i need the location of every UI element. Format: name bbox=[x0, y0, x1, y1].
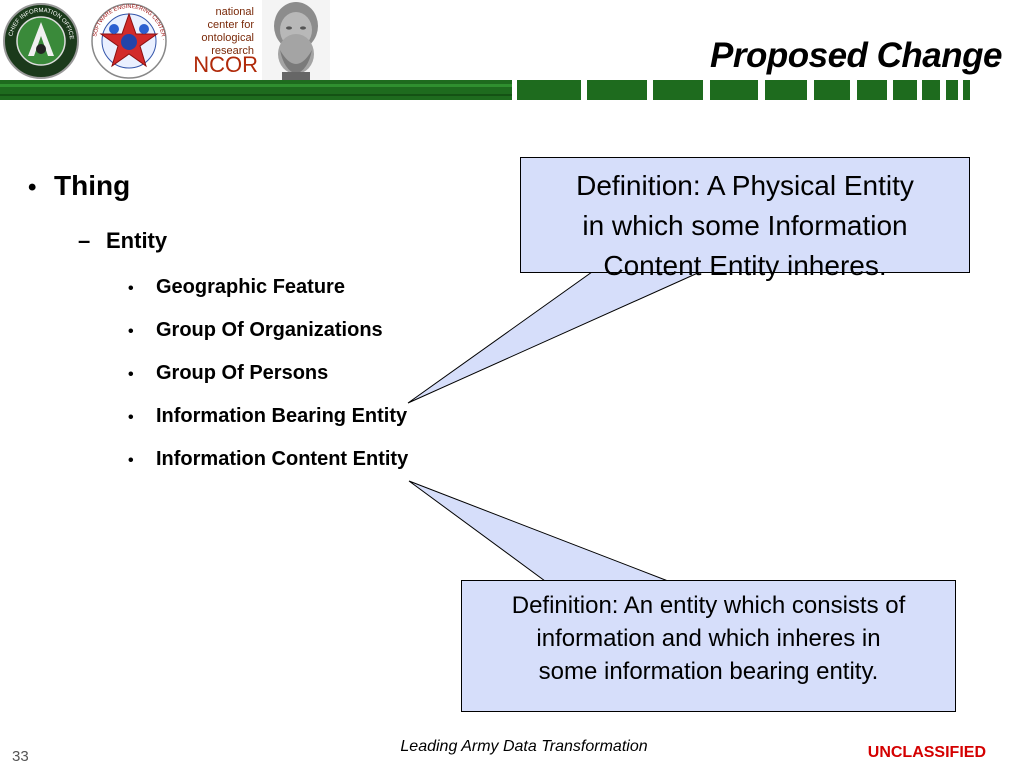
ncor-line: ontological bbox=[201, 32, 254, 44]
ncor-line: center for bbox=[207, 19, 254, 31]
bullet: • bbox=[28, 174, 37, 201]
outline-item-information-bearing-entity: • Information Bearing Entity bbox=[128, 405, 407, 428]
callout-line: Definition: An entity which consists of bbox=[511, 592, 906, 619]
ncor-line: research bbox=[211, 45, 254, 57]
outline-label: Information Content Entity bbox=[156, 448, 409, 470]
outline-label: Entity bbox=[106, 228, 168, 253]
bullet: • bbox=[128, 280, 134, 297]
dash-bullet: – bbox=[78, 228, 91, 253]
outline-item-information-content-entity: • Information Content Entity bbox=[128, 448, 408, 471]
callout-pointer-content bbox=[408, 480, 669, 582]
callout-line: Content Entity inheres. bbox=[603, 250, 887, 281]
ncor-label: NCOR bbox=[193, 52, 258, 77]
outline-item-thing: • Thing bbox=[28, 170, 130, 202]
callout-line: some information bearing entity. bbox=[538, 658, 879, 685]
callout-pointer-physical bbox=[407, 271, 701, 404]
page-number: 33 bbox=[12, 748, 29, 765]
ncor-line: national bbox=[215, 6, 254, 18]
outline-label: Information Bearing Entity bbox=[156, 405, 408, 427]
page-title: Proposed Change bbox=[710, 36, 1002, 75]
outline-label: Group Of Organizations bbox=[156, 319, 383, 341]
callout-content-entity-definition: Definition: An entity which consists of … bbox=[461, 580, 956, 712]
callout-line: information and which inheres in bbox=[536, 625, 881, 652]
software-engineering-center-logo: SOFTWARE ENGINEERING CENTER · CECOM bbox=[88, 2, 167, 79]
callout-physical-entity-definition: Definition: A Physical Entity in which s… bbox=[520, 157, 970, 281]
ncor-wordmark-lines: national center for ontological research bbox=[182, 6, 254, 58]
outline-label: Group Of Persons bbox=[156, 362, 329, 384]
header-green-band bbox=[0, 80, 970, 100]
outline-label: Geographic Feature bbox=[156, 276, 345, 298]
classification-marking: UNCLASSIFIED bbox=[867, 744, 986, 761]
callout-line: Definition: A Physical Entity bbox=[576, 170, 914, 201]
bullet: • bbox=[128, 366, 134, 383]
callout-line: in which some Information bbox=[582, 210, 908, 241]
army-cio-g6-logo: CHIEF INFORMATION OFFICER/G-6 · UNITED S… bbox=[2, 2, 79, 79]
outline-item-entity: –Entity bbox=[78, 228, 167, 254]
bullet: • bbox=[128, 323, 134, 340]
outline-item-geographic-feature: • Geographic Feature bbox=[128, 276, 345, 299]
outline-item-group-of-persons: • Group Of Persons bbox=[128, 362, 328, 385]
outline-item-group-of-organizations: • Group Of Organizations bbox=[128, 319, 383, 342]
footer-tagline: Leading Army Data Transformation bbox=[400, 738, 648, 755]
aristotle-bust-image bbox=[262, 0, 330, 82]
outline-label: Thing bbox=[54, 170, 131, 201]
bullet: • bbox=[128, 452, 134, 469]
bullet: • bbox=[128, 409, 134, 426]
